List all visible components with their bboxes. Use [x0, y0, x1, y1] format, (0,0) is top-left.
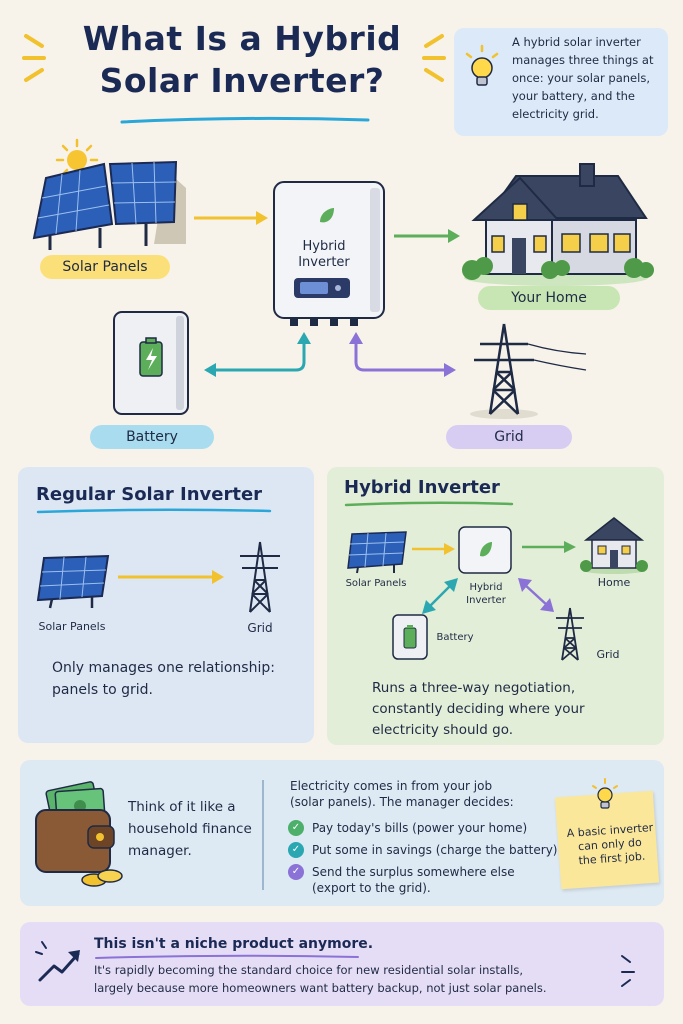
sticky-lightbulb-icon	[592, 778, 618, 809]
regular-grid-tower-icon	[240, 541, 280, 613]
hybrid-arrow-inverter-grid	[518, 578, 554, 612]
arrow-inverter-grid	[349, 332, 456, 377]
hybrid-battery-icon	[392, 614, 428, 660]
arrow-solar-to-inverter	[194, 211, 268, 225]
footer-heading-underline	[95, 954, 359, 959]
arrow-battery-inverter	[204, 332, 311, 377]
regular-inverter-card	[18, 467, 314, 743]
analogy-item-surplus-line1: Send the surplus somewhere else	[312, 865, 515, 879]
footer-line1: It's rapidly becoming the standard choic…	[94, 963, 524, 977]
regular-desc-line2: panels to grid.	[52, 682, 153, 698]
sparkle-icon-right	[422, 34, 446, 82]
hybrid-panels-label: Solar Panels	[345, 578, 407, 589]
hybrid-battery-label: Battery	[436, 632, 474, 643]
hybrid-arrow-inverter-battery	[422, 578, 458, 614]
analogy-lead-line2: household finance	[128, 821, 252, 837]
grid-label: Grid	[446, 425, 572, 449]
hybrid-arrow-inverter-home	[522, 541, 576, 553]
solar-panels-label: Solar Panels	[40, 255, 170, 279]
analogy-lead-line3: manager.	[128, 843, 192, 859]
analogy-divider	[262, 780, 264, 890]
regular-heading-underline	[36, 508, 272, 514]
hybrid-grid-tower-icon	[556, 607, 584, 661]
inverter-label-line1: Hybrid	[302, 239, 346, 254]
hybrid-inverter-label2: Inverter	[466, 595, 506, 606]
hybrid-desc-line3: electricity should go.	[372, 722, 514, 738]
hybrid-desc-line2: constantly deciding where your	[372, 701, 585, 717]
hybrid-arrow-panels-inverter	[412, 543, 455, 555]
analogy-intro-line1: Electricity comes in from your job	[290, 779, 493, 793]
intro-note	[454, 28, 668, 136]
home-icon	[462, 163, 654, 286]
wallet-icon	[35, 781, 123, 887]
check-icon-savings: ✓	[288, 842, 304, 858]
hybrid-inverter-icon	[458, 526, 512, 574]
footer-heading: This isn't a niche product anymore.	[94, 936, 374, 952]
footer-card	[20, 922, 664, 1006]
sparkle-icon-footer	[621, 955, 635, 987]
arrow-inverter-to-home	[394, 229, 460, 243]
hybrid-heading-underline	[344, 501, 514, 507]
regular-grid-label: Grid	[247, 621, 273, 635]
hybrid-inverter-icon	[273, 181, 385, 326]
grid-tower-icon	[470, 323, 587, 419]
analogy-item-savings: Put some in savings (charge the battery)	[312, 843, 558, 857]
lightbulb-icon	[465, 44, 499, 86]
battery-icon	[113, 311, 189, 415]
regular-panels-label: Solar Panels	[38, 620, 106, 633]
analogy-item-bills: Pay today's bills (power your home)	[312, 821, 528, 835]
check-icon-bills: ✓	[288, 820, 304, 836]
regular-heading: Regular Solar Inverter	[36, 484, 263, 505]
hybrid-grid-label: Grid	[596, 648, 620, 661]
hybrid-home-label: Home	[597, 576, 631, 589]
hybrid-heading: Hybrid Inverter	[344, 477, 500, 498]
hybrid-solar-panels-icon	[347, 531, 407, 574]
intro-note-text: A hybrid solar inverter manages three th…	[512, 35, 654, 121]
inverter-label-line2: Inverter	[298, 255, 350, 270]
home-label: Your Home	[478, 286, 620, 310]
regular-arrow-panels-to-grid	[118, 570, 224, 584]
sparkle-icon-left	[22, 34, 46, 82]
title-underline	[120, 116, 370, 124]
solar-panels-icon	[32, 160, 186, 250]
regular-desc-line1: Only manages one relationship:	[52, 660, 275, 676]
check-icon-surplus: ✓	[288, 864, 304, 880]
trend-up-icon	[35, 941, 80, 982]
analogy-lead-line1: Think of it like a	[128, 799, 236, 815]
hybrid-home-icon	[580, 517, 648, 574]
page-title: What Is a Hybrid Solar Inverter?	[82, 19, 402, 100]
footer-line2: largely because more homeowners want bat…	[94, 981, 547, 995]
analogy-intro-line2: (solar panels). The manager decides:	[290, 795, 514, 809]
battery-label: Battery	[90, 425, 214, 449]
analogy-item-surplus-line2: (export to the grid).	[312, 881, 431, 895]
hybrid-desc-line1: Runs a three-way negotiation,	[372, 680, 576, 696]
hybrid-inverter-label1: Hybrid	[469, 582, 503, 593]
regular-solar-panels-icon	[36, 554, 110, 609]
hybrid-inverter-card	[327, 467, 664, 745]
